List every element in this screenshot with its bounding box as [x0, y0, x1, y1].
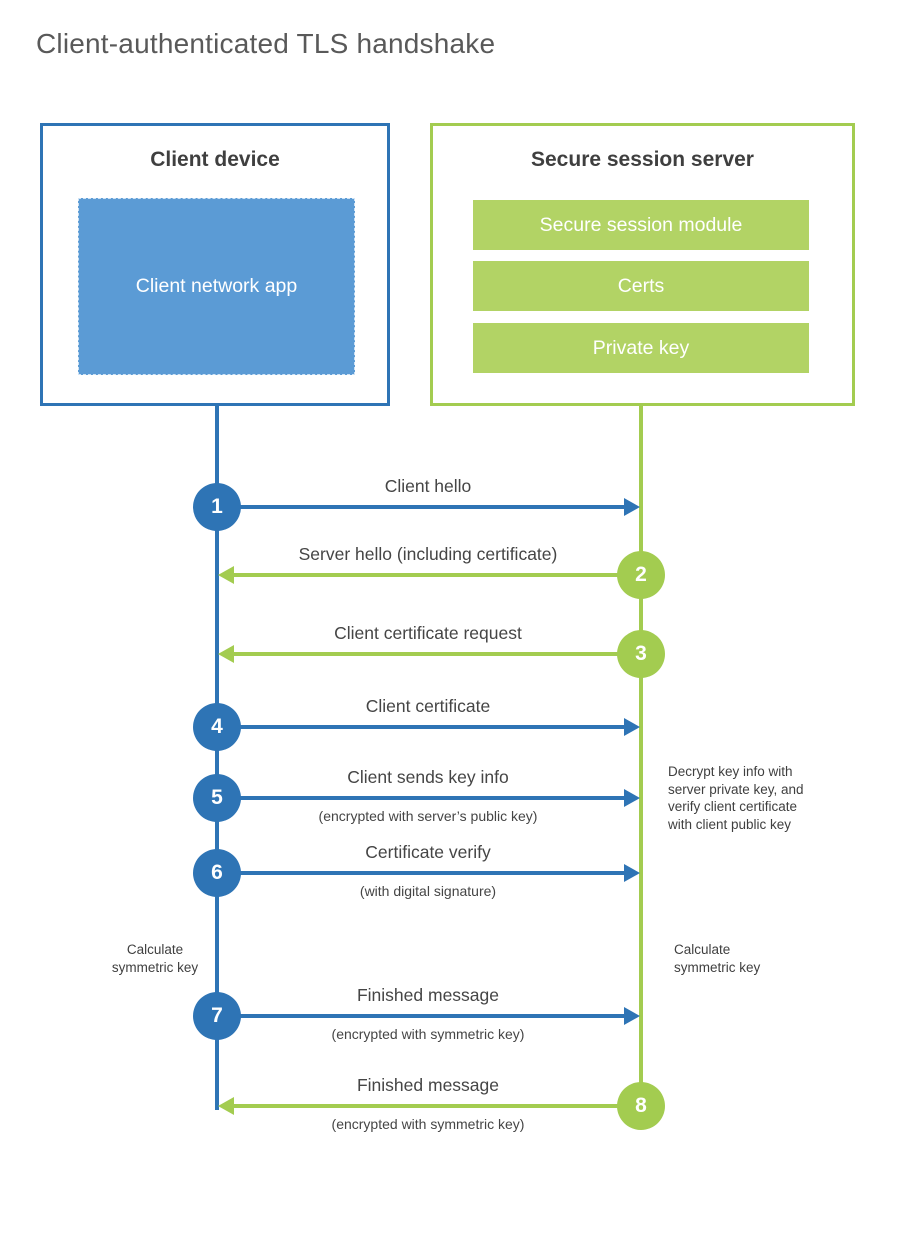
decrypt-key-note: Decrypt key info with server private key… [668, 764, 804, 832]
step-number: 4 [211, 715, 223, 738]
message-label: Server hello (including certificate) [298, 544, 558, 564]
message-label: Client certificate [365, 696, 491, 716]
step-circle: 4 [193, 703, 241, 751]
step-circle: 1 [193, 483, 241, 531]
message-arrow-line [234, 1104, 619, 1108]
calc-symmetric-key-left: Calculate symmetric key [111, 942, 199, 975]
secure-session-server-title: Secure session server [531, 148, 754, 171]
server-module-secure-session: Secure session module [473, 200, 809, 250]
arrowhead-icon [218, 1097, 234, 1115]
step-circle: 3 [617, 630, 665, 678]
step-circle: 5 [193, 774, 241, 822]
message-sublabel: (encrypted with server’s public key) [318, 808, 538, 824]
step-number: 6 [211, 861, 223, 884]
step-number: 1 [211, 495, 223, 518]
step-number: 5 [211, 786, 223, 809]
message-arrow-line [239, 796, 624, 800]
step-circle: 2 [617, 551, 665, 599]
message-label: Certificate verify [365, 842, 491, 862]
arrowhead-icon [218, 645, 234, 663]
message-arrow-line [239, 1014, 624, 1018]
server-module-private-key: Private key [473, 323, 809, 373]
message-label: Finished message [356, 1075, 500, 1095]
step-circle: 6 [193, 849, 241, 897]
message-sublabel: (encrypted with symmetric key) [331, 1026, 525, 1042]
server-module-certs: Certs [473, 261, 809, 311]
arrowhead-icon [624, 498, 640, 516]
message-label: Finished message [356, 985, 500, 1005]
step-circle: 7 [193, 992, 241, 1040]
message-arrow-line [234, 573, 619, 577]
message-sublabel: (encrypted with symmetric key) [331, 1116, 525, 1132]
message-label: Client hello [384, 476, 472, 496]
calc-symmetric-key-right: Calculate symmetric key [674, 942, 761, 975]
message-arrow-line [239, 871, 624, 875]
message-arrow-line [239, 725, 624, 729]
arrowhead-icon [624, 789, 640, 807]
message-arrow-line [239, 505, 624, 509]
step-number: 2 [635, 563, 647, 586]
client-device-title: Client device [150, 148, 280, 171]
server-lifeline [639, 406, 643, 1106]
step-number: 3 [635, 642, 647, 665]
message-label: Client certificate request [334, 623, 522, 643]
page-title: Client-authenticated TLS handshake [36, 28, 496, 59]
arrowhead-icon [218, 566, 234, 584]
arrowhead-icon [624, 864, 640, 882]
message-arrow-line [234, 652, 619, 656]
step-circle: 8 [617, 1082, 665, 1130]
message-label: Client sends key info [347, 767, 509, 787]
client-network-app-box: Client network app [78, 198, 355, 375]
arrowhead-icon [624, 1007, 640, 1025]
client-lifeline [215, 406, 219, 1110]
step-number: 8 [635, 1094, 647, 1117]
message-sublabel: (with digital signature) [359, 883, 497, 899]
step-number: 7 [211, 1004, 223, 1027]
client-network-app-label: Client network app [135, 275, 298, 297]
arrowhead-icon [624, 718, 640, 736]
